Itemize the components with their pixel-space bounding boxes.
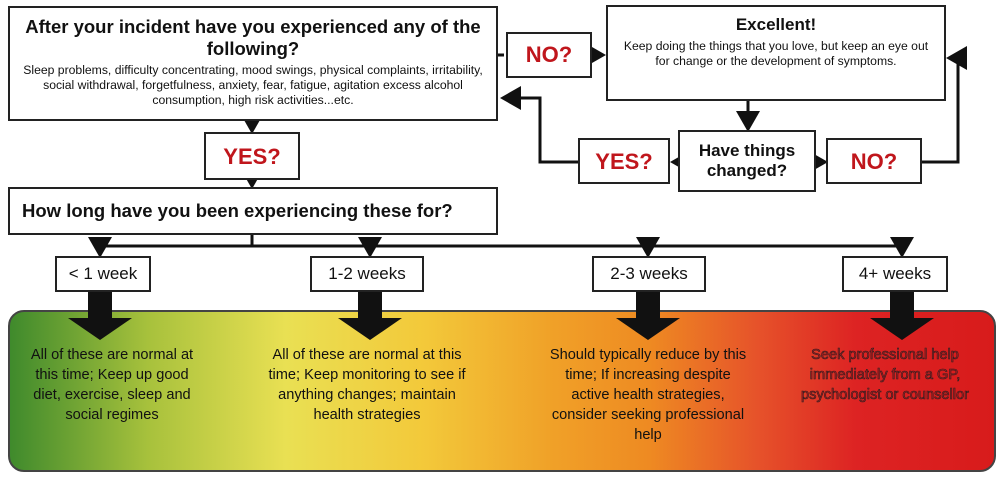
down-arrow-dur-4 [870,292,934,340]
yes-answer-box: YES? [204,132,300,180]
arrow-no-excellent-loop [922,46,967,164]
excellent-title: Excellent! [735,15,817,34]
incident-question-box: After your incident have you experienced… [8,6,498,121]
excellent-box: Excellent! Keep doing the things that yo… [606,5,946,101]
advice-under-1-week: All of these are normal at this time; Ke… [30,347,194,423]
advice-1-2-weeks: All of these are normal at this time; Ke… [268,347,466,423]
duration-box-under-1-week: < 1 week [55,256,151,292]
advice-4-plus-weeks: Seek professional help immediately from … [801,347,970,404]
have-things-changed-box: Have things changed? [678,130,816,192]
down-arrow-dur-2 [338,292,402,340]
excellent-body: Keep doing the things that you love, but… [623,39,929,68]
how-long-question-box: How long have you been experiencing thes… [8,187,498,235]
advice-2-3-weeks: Should typically reduce by this time; If… [549,347,747,443]
duration-box-2-3-weeks: 2-3 weeks [592,256,706,292]
down-arrow-dur-1 [68,292,132,340]
incident-symptom-list: Sleep problems, difficulty concentrating… [23,63,483,107]
down-arrow-dur-3 [616,292,680,340]
duration-box-1-2-weeks: 1-2 weeks [310,256,424,292]
changed-no-box: NO? [826,138,922,184]
changed-yes-box: YES? [578,138,670,184]
incident-question-title: After your incident have you experienced… [25,16,481,59]
duration-box-4-plus-weeks: 4+ weeks [842,256,948,292]
severity-gradient-panel [8,310,996,472]
no-answer-box: NO? [506,32,592,78]
arrow-yes-incident [500,86,578,164]
